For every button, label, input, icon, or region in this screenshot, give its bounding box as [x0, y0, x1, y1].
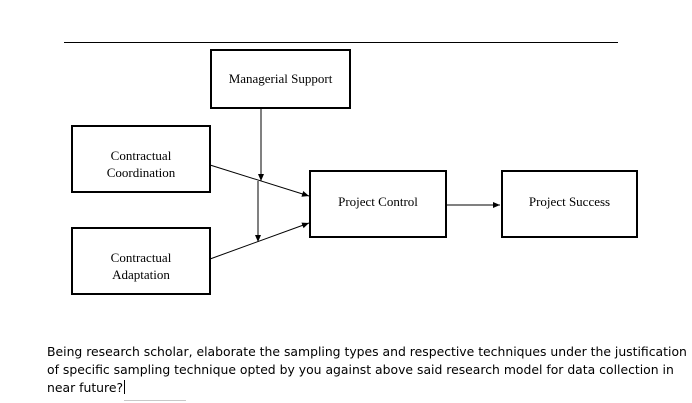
- top-rule: [64, 42, 618, 43]
- node-label: Managerial Support: [229, 71, 333, 86]
- node-label-line2: Adaptation: [112, 267, 170, 282]
- node-contractual-adaptation: Contractual Adaptation: [71, 227, 211, 295]
- question-line-1: Being research scholar, elaborate the sa…: [47, 344, 687, 359]
- node-project-control: Project Control: [309, 170, 447, 238]
- edge-coordination-to-control: [209, 164, 310, 197]
- text-cursor: [124, 380, 126, 394]
- input-underline[interactable]: [124, 400, 186, 401]
- question-line-3: near future?: [47, 379, 667, 397]
- node-managerial-support: Managerial Support: [210, 49, 351, 109]
- node-contractual-coordination: Contractual Coordination: [71, 125, 211, 193]
- node-label-line2: Coordination: [107, 165, 176, 180]
- question-text: Being research scholar, elaborate the sa…: [47, 343, 687, 397]
- edge-adaptation-to-control: [209, 222, 310, 260]
- node-label: Project Control: [338, 194, 418, 209]
- node-label-line1: Contractual: [111, 148, 172, 163]
- node-label-line1: Contractual: [111, 250, 172, 265]
- question-line-3-text: near future?: [47, 380, 124, 395]
- node-project-success: Project Success: [501, 170, 638, 238]
- question-line-2: of specific sampling technique opted by …: [47, 362, 674, 377]
- node-label: Project Success: [529, 194, 610, 209]
- research-model-diagram: Managerial Support Contractual Coordinat…: [71, 49, 638, 295]
